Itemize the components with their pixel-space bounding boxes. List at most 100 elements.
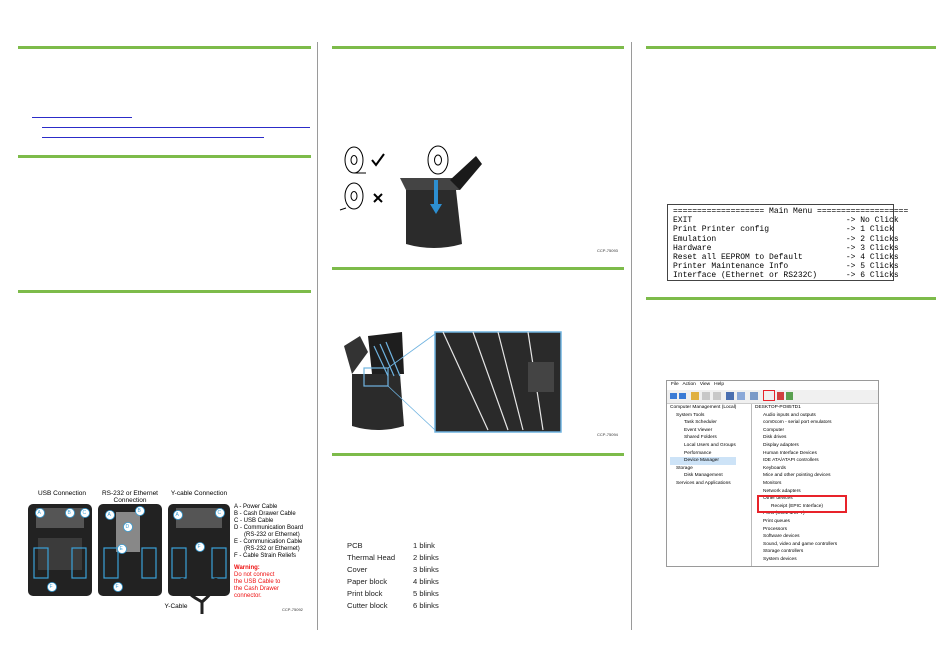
main-menu-item: Print Printer config -> 1 Click [673,225,894,235]
tree-item[interactable]: Disk Management [684,473,723,479]
main-menu-item: Hardware -> 3 Clicks [673,243,899,253]
printer-open-cover-illustration [344,331,562,433]
properties-icon[interactable] [702,392,710,400]
main-menu-panel: =================== Main Menu ==========… [667,204,908,281]
device-category[interactable]: Ports (COM & LPT) [763,511,805,517]
main-menu-item: EXIT -> No Click [673,216,899,226]
callout-e: E [119,546,123,552]
menu-file[interactable]: File [671,382,679,387]
uninstall-icon[interactable] [777,392,784,400]
device-category[interactable]: Processors [763,526,787,532]
device-manager-window: File Action View Help Computer Managemen… [666,380,879,567]
tree-item[interactable]: Performance [684,450,712,456]
menu-view[interactable]: View [699,382,711,387]
device-category[interactable]: Storage controllers [763,549,804,555]
device-category[interactable]: Disk drives [763,435,787,441]
device-category[interactable]: System devices [763,556,797,562]
figure-code: CCP-75092 [282,607,303,612]
legend-item: E - Communication Cable [234,539,303,545]
tree-item[interactable]: Computer Management (Local) [670,405,737,410]
blink-row: Cutter block 6 blinks [347,600,439,612]
device-list: DESKTOP-PO85TD1 Audio inputs and outputs… [755,404,837,563]
link-underline[interactable] [42,127,310,128]
blink-item-name: PCB [347,541,363,550]
device-category[interactable]: Monitors [763,480,782,486]
device-category[interactable]: Software devices [763,534,800,540]
back-arrow-icon[interactable] [670,393,677,399]
link-underline[interactable] [42,137,264,138]
legend-item: A - Power Cable [234,504,278,510]
main-menu-item: Reset all EEPROM to Default -> 4 Clicks [673,253,899,263]
callout-f: F [197,544,201,550]
device-root[interactable]: DESKTOP-PO85TD1 [755,405,801,410]
section-rule [332,46,624,49]
device-receipt-epic[interactable]: Receipt (EPIC Interface) [771,503,823,509]
legend-item: (RS-232 or Ethernet) [244,532,300,538]
callout-a: A [107,512,111,518]
legend-item: D - Communication Board [234,525,304,531]
tree-item[interactable]: Services and Applications [676,480,731,486]
legend-item: C - USB Cable [234,518,274,524]
device-category[interactable]: Print queues [763,518,790,524]
warning-line: the Cash Drawer [234,586,280,592]
blink-item-value: 6 blinks [413,601,439,610]
device-category[interactable]: Human Interface Devices [763,450,817,456]
highlight-box [757,495,847,513]
tree-item[interactable]: Storage [676,465,693,471]
device-category[interactable]: Sound, video and game controllers [763,541,838,547]
callout-markers [35,506,225,592]
forward-arrow-icon[interactable] [679,393,686,399]
menu-help[interactable]: Help [714,382,724,387]
device-category[interactable]: Mice and other pointing devices [763,473,831,479]
device-category-other[interactable]: Other devices [763,496,793,502]
figure-code: CCP-75093 [597,248,618,253]
blink-item-name: Cutter block [347,601,388,610]
device-category[interactable]: Computer [763,427,785,433]
menu-action[interactable]: Action [682,382,696,387]
tree-item[interactable]: Task Scheduler [684,420,717,426]
column-divider [631,42,632,630]
tree-item-device-manager[interactable]: Device Manager [670,457,737,465]
link-underline[interactable] [32,117,132,118]
rs232-label-line-2: Connection [113,497,147,504]
section-rule [18,155,311,158]
device-category[interactable]: com0com - serial port emulators [763,420,832,426]
warning-line: Do not connect [234,572,275,578]
help-icon[interactable] [726,392,734,400]
printer-backs-illustration [28,504,230,614]
paper-loading-illustration [339,145,482,248]
callout-a: A [175,512,179,518]
ycable-bottom-label: Y-Cable [164,603,188,610]
rs232-connection-label: RS-232 or Ethernet Connection [98,490,162,504]
callout-a: A [37,510,41,516]
console-tree: Computer Management (Local) System Tools… [670,404,737,488]
callout-d: D [125,524,130,530]
tree-item[interactable]: Local Users and Groups [684,442,736,448]
monitor-icon[interactable] [737,392,745,400]
list-icon[interactable] [713,392,721,400]
section-rule [18,46,311,49]
device-category[interactable]: Network adapters [763,488,801,494]
section-rule [332,453,624,456]
device-category[interactable]: Display adapters [763,442,799,448]
tree-item[interactable]: System Tools [676,412,705,418]
add-legacy-hardware-icon[interactable] [763,390,775,401]
folder-icon[interactable] [691,392,699,400]
section-rule [646,46,936,49]
blink-item-name: Paper block [347,577,388,586]
warning-line: the USB Cable to [234,579,281,585]
tree-item[interactable]: Event Viewer [684,427,713,433]
device-category[interactable]: Keyboards [763,465,786,471]
callout-b: B [137,508,141,514]
tree-item[interactable]: Shared Folders [684,435,717,441]
menu-bar: File Action View Help [671,381,724,389]
update-driver-icon[interactable] [786,392,793,400]
ycable-connection-label: Y-cable Connection [170,490,228,497]
scan-icon[interactable] [750,392,758,400]
device-category[interactable]: Audio inputs and outputs [763,412,816,418]
warning-title: Warning: [234,565,260,571]
connection-legend: A - Power Cable B - Cash Drawer Cable C … [234,504,303,600]
device-category[interactable]: IDE ATA/ATAPI controllers [763,458,819,464]
